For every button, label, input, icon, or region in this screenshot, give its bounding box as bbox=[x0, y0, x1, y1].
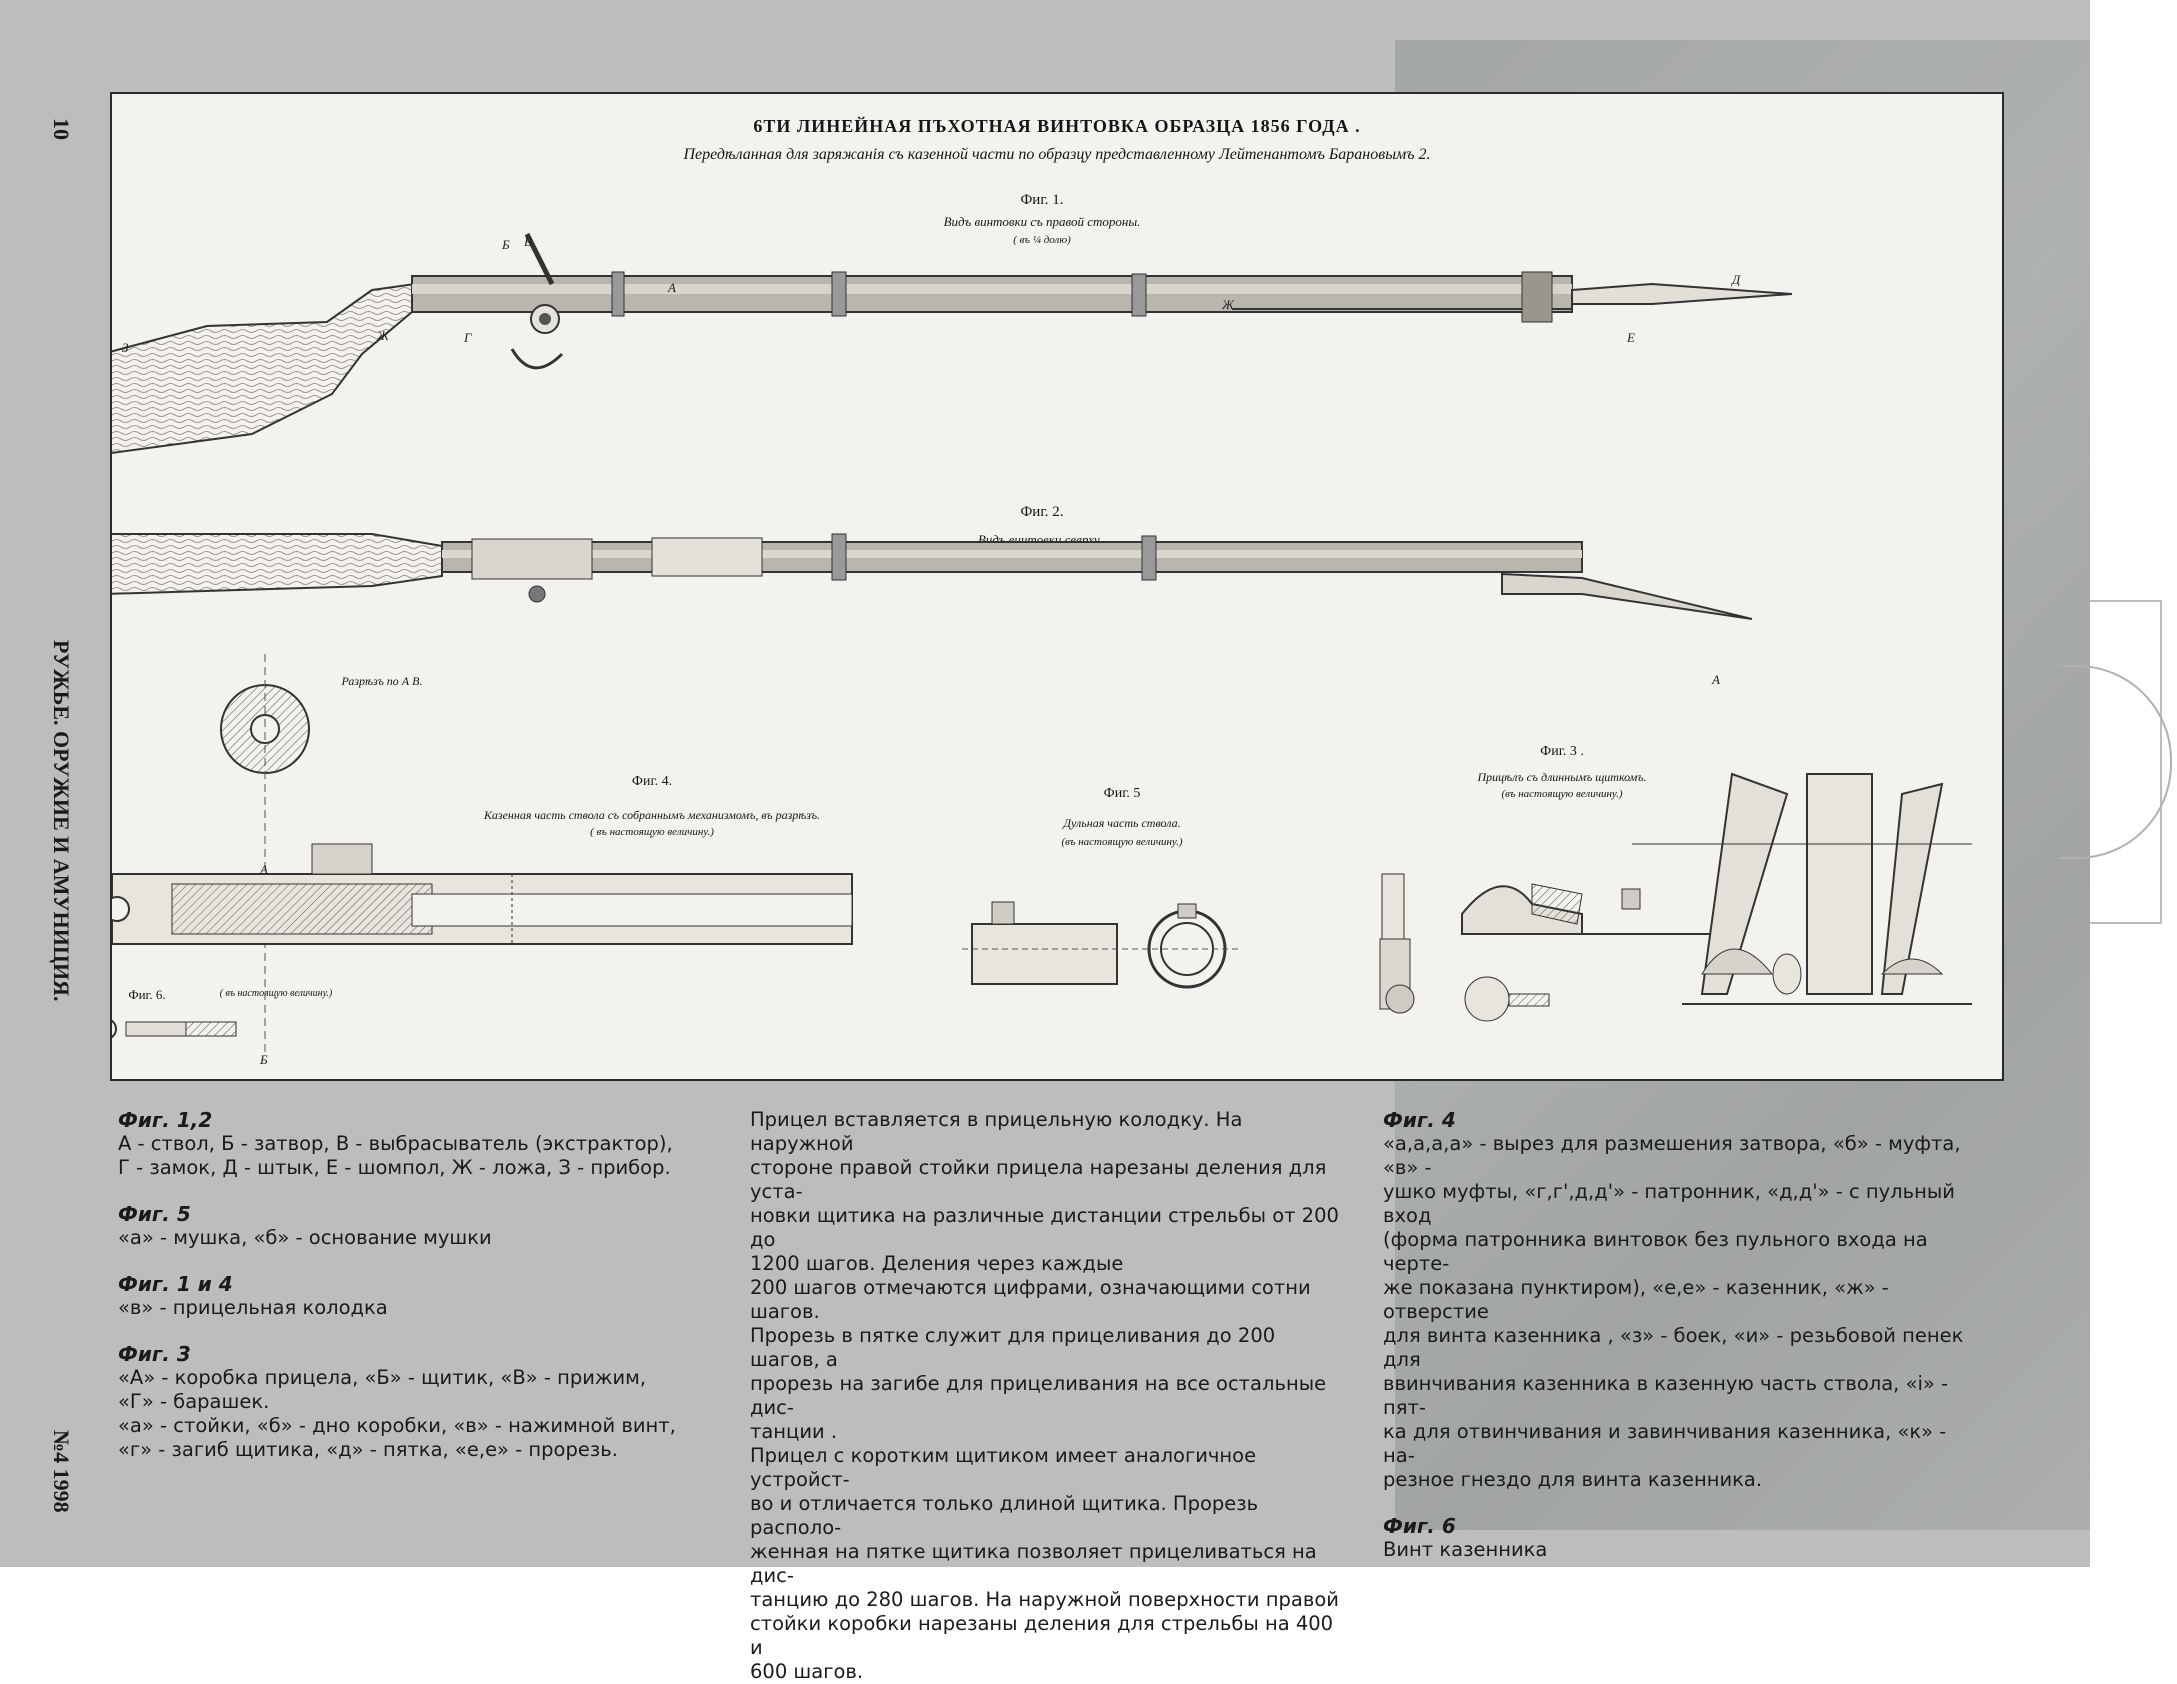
legend-heading: Фиг. 1 и 4 bbox=[118, 1272, 233, 1296]
fig3-sight bbox=[1379, 772, 1972, 1022]
letter-a-bayonet: А bbox=[1711, 672, 1720, 687]
fig5-scale: (въ настоящую величину.) bbox=[1061, 836, 1183, 848]
legend-fig5: Фиг. 5 «а» - мушка, «б» - основание мушк… bbox=[118, 1202, 708, 1250]
body-line: стойки коробки нарезаны деления для стре… bbox=[750, 1612, 1334, 1659]
letter-zh: Ж bbox=[376, 328, 390, 343]
legend-heading: Фиг. 1,2 bbox=[118, 1108, 213, 1132]
legend-line: Г - замок, Д - штык, Е - шомпол, Ж - лож… bbox=[118, 1156, 671, 1179]
fig5-label: Фиг. 5 bbox=[1103, 786, 1141, 801]
binder-tab-outline bbox=[2090, 600, 2162, 924]
engraving-drawing: Ж Г Б В А Д Е Ж З А Б А bbox=[112, 232, 1972, 1067]
fig3-label: Фиг. 3 . bbox=[1540, 744, 1584, 759]
legend-line: «Г» - барашек. bbox=[118, 1390, 270, 1413]
letter-d: Д bbox=[1730, 272, 1741, 287]
plate-title: 6ТИ ЛИНЕЙНАЯ ПЪХОТНАЯ ВИНТОВКА ОБРАЗЦА 1… bbox=[753, 116, 1361, 136]
legend-line: (форма патронника винтовок без пульного … bbox=[1383, 1228, 1928, 1275]
legend-fig4: Фиг. 4 «а,а,а,а» - вырез для размешения … bbox=[1383, 1108, 1983, 1492]
legend-line: «а» - мушка, «б» - основание мушки bbox=[118, 1226, 492, 1249]
legend-line: А - ствол, Б - затвор, В - выбрасыватель… bbox=[118, 1132, 673, 1155]
legend-line: Винт казенника bbox=[1383, 1538, 1548, 1561]
body-line: 1200 шагов. Деления через каждые bbox=[750, 1252, 1124, 1275]
body-line: танции . bbox=[750, 1420, 838, 1443]
body-line: 200 шагов отмечаются цифрами, означающим… bbox=[750, 1276, 1311, 1323]
legend-fig12: Фиг. 1,2 А - ствол, Б - затвор, В - выбр… bbox=[118, 1108, 708, 1180]
legend-line: «а» - стойки, «б» - дно коробки, «в» - н… bbox=[118, 1414, 676, 1437]
fig1-label: Фиг. 1. bbox=[1020, 192, 1064, 208]
letter-e: Е bbox=[1626, 330, 1635, 345]
letter-v: В bbox=[524, 234, 532, 249]
issue-number: №4 1998 bbox=[49, 1430, 74, 1513]
legend-heading: Фиг. 3 bbox=[118, 1342, 191, 1366]
legend-line: «в» - прицельная колодка bbox=[118, 1296, 388, 1319]
body-line: 600 шагов. bbox=[750, 1660, 864, 1683]
body-line: Прицел с коротким щитиком имеет аналогич… bbox=[750, 1444, 1257, 1491]
body-line: Прорезь в пятке служит для прицеливания … bbox=[750, 1324, 1276, 1371]
legend-fig6: Фиг. 6 Винт казенника bbox=[1383, 1514, 1983, 1562]
fig4-desc: Казенная часть ствола съ собраннымъ меха… bbox=[483, 808, 821, 822]
legend-line: же показана пунктиром), «е,е» - казенник… bbox=[1383, 1276, 1889, 1323]
letter-g: Г bbox=[463, 330, 472, 345]
legend-line: ка для отвинчивания и завинчивания казен… bbox=[1383, 1420, 1947, 1467]
page-number: 10 bbox=[49, 118, 74, 140]
legend-column-1: Фиг. 1,2 А - ствол, Б - затвор, В - выбр… bbox=[118, 1108, 708, 1484]
fig2-rifle-top-view bbox=[112, 533, 1753, 620]
body-line: женная на пятке щитика позволяет прицели… bbox=[750, 1540, 1317, 1587]
body-line: во и отличается только длиной щитика. Пр… bbox=[750, 1492, 1259, 1539]
plate-subtitle: Передѣланная для заряжанія съ казенной ч… bbox=[683, 146, 1431, 163]
body-line: танцию до 280 шагов. На наружной поверхн… bbox=[750, 1588, 1339, 1611]
fig6-label: Фиг. 6. bbox=[128, 987, 166, 1002]
legend-line: «г» - загиб щитика, «д» - пятка, «е,е» -… bbox=[118, 1438, 618, 1461]
engraving-plate: 6ТИ ЛИНЕЙНАЯ ПЪХОТНАЯ ВИНТОВКА ОБРАЗЦА 1… bbox=[110, 92, 2004, 1081]
letter-a: А bbox=[667, 280, 676, 295]
fig6-scale: ( въ настоящую величину.) bbox=[219, 988, 333, 999]
fig-cross-section bbox=[220, 654, 310, 1054]
side-running-head: 10 РУЖЬЕ. ОРУЖИЕ И АМУНИЦИЯ. №4 1998 bbox=[22, 40, 82, 1540]
fig3-scale: (въ настоящую величину.) bbox=[1501, 788, 1623, 800]
fig2-label: Фиг. 2. bbox=[1020, 504, 1064, 520]
legend-heading: Фиг. 5 bbox=[118, 1202, 191, 1226]
legend-line: ушко муфты, «г,г',д,д'» - патронник, «д,… bbox=[1383, 1180, 1955, 1227]
legend-line: резное гнездо для винта казенника. bbox=[1383, 1468, 1763, 1491]
letter-b: Б bbox=[501, 237, 510, 252]
legend-line: ввинчивания казенника в казенную часть с… bbox=[1383, 1372, 1949, 1419]
fig5-desc: Дульная часть ствола. bbox=[1063, 816, 1181, 830]
fig5-muzzle bbox=[962, 901, 1242, 989]
letter-zh-2: Ж bbox=[1221, 297, 1235, 312]
cut-label: Разрѣзъ по А В. bbox=[341, 674, 423, 688]
legend-line: «а,а,а,а» - вырез для размешения затвора… bbox=[1383, 1132, 1961, 1179]
body-line: прорезь на загибе для прицеливания на вс… bbox=[750, 1372, 1327, 1419]
legend-heading: Фиг. 4 bbox=[1383, 1108, 1456, 1132]
legend-line: для винта казенника , «з» - боек, «и» - … bbox=[1383, 1324, 1964, 1371]
fig3-desc: Прицѣлъ съ длиннымъ щиткомъ. bbox=[1477, 770, 1647, 784]
letter-a-section: А bbox=[259, 862, 268, 877]
fig4-label: Фиг. 4. bbox=[631, 774, 673, 789]
legend-line: «А» - коробка прицела, «Б» - щитик, «В» … bbox=[118, 1366, 647, 1389]
letter-b-section: Б bbox=[259, 1052, 268, 1067]
body-column-2: Прицел вставляется в прицельную колодку.… bbox=[750, 1108, 1350, 1684]
legend-column-3: Фиг. 4 «а,а,а,а» - вырез для размешения … bbox=[1383, 1108, 1983, 1584]
legend-fig3: Фиг. 3 «А» - коробка прицела, «Б» - щити… bbox=[118, 1342, 708, 1462]
body-line: Прицел вставляется в прицельную колодку.… bbox=[750, 1108, 1243, 1155]
body-line: новки щитика на различные дистанции стре… bbox=[750, 1204, 1339, 1251]
legend-fig14: Фиг. 1 и 4 «в» - прицельная колодка bbox=[118, 1272, 708, 1320]
fig4-scale: ( въ настоящую величину.) bbox=[590, 826, 714, 838]
section-title: РУЖЬЕ. ОРУЖИЕ И АМУНИЦИЯ. bbox=[49, 640, 74, 1002]
fig6-screw bbox=[112, 1019, 237, 1039]
fig1-scale: ( въ ¼ долю) bbox=[1013, 234, 1071, 246]
fig1-desc: Видъ винтовки съ правой стороны. bbox=[943, 214, 1141, 229]
legend-heading: Фиг. 6 bbox=[1383, 1514, 1456, 1538]
fig1-rifle-side-view bbox=[112, 232, 1793, 454]
body-line: стороне правой стойки прицела нарезаны д… bbox=[750, 1156, 1327, 1203]
fig4-breech-section bbox=[112, 843, 853, 945]
letter-z: З bbox=[122, 340, 129, 355]
